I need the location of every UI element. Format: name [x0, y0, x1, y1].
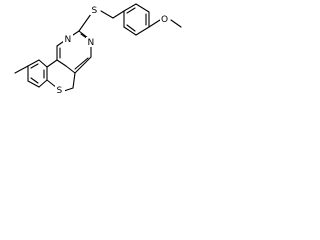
bond-methoxy-1	[148, 19, 161, 28]
bond-benzo-inner-1	[30, 63, 39, 69]
bond-pyrimidine-8	[74, 56, 92, 74]
atom-label-s-thioether: S	[92, 6, 98, 16]
bond-aryl-5	[123, 26, 137, 36]
bond-thiopyran-4	[72, 72, 76, 89]
bond-thiopyran-6	[56, 59, 67, 67]
atom-label-n-lower: N	[88, 38, 95, 48]
chemical-structure-diagram: N N S S O	[14, 3, 182, 96]
bond-benzo-4	[38, 79, 48, 88]
bond-aryl-2	[135, 3, 150, 13]
bond-thioether-2	[100, 10, 114, 19]
bond-benzo-2	[38, 59, 48, 68]
bond-thioether-1	[78, 13, 92, 32]
bond-benzo-5	[27, 80, 40, 88]
bond-pyrimidine-5	[78, 30, 89, 39]
atom-label-n-upper: N	[65, 35, 72, 45]
bond-pyrimidine-9	[74, 57, 89, 70]
bond-thioether-3	[112, 10, 125, 19]
bond-aryl-4	[135, 26, 150, 36]
atom-label-s-ring: S	[57, 86, 63, 96]
bond-benzo-1	[27, 59, 40, 67]
bond-methoxy-2	[170, 19, 182, 28]
bond-benzo-inner-3	[30, 77, 39, 84]
bond-aryl-inner-3	[126, 24, 136, 32]
bond-methyl	[14, 65, 29, 74]
bond-thiopyran-3	[63, 87, 74, 92]
bond-thiopyran-1	[46, 59, 58, 68]
atom-label-o-methoxy: O	[161, 15, 168, 25]
bond-aryl-inner-1	[126, 7, 136, 14]
bond-aryl-1	[123, 3, 137, 12]
bond-thiopyran-5	[65, 65, 76, 74]
